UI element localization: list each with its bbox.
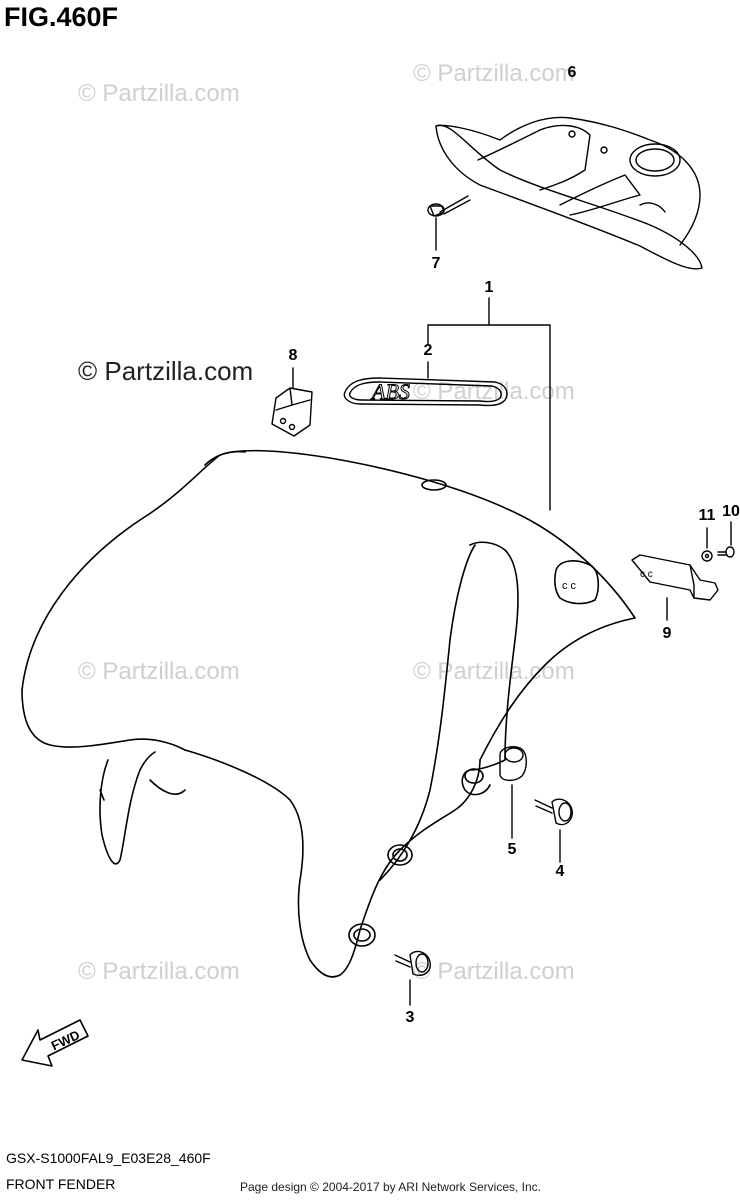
bolt-part-3[interactable] (394, 950, 431, 976)
front-fender-part[interactable]: c c (21, 449, 636, 978)
abs-emblem-text: ABS (370, 379, 410, 404)
bracket-part[interactable]: c c (631, 554, 719, 601)
callout-5[interactable]: 5 (507, 841, 517, 858)
abs-emblem-part[interactable]: ABS (343, 377, 508, 407)
watermark: © Partzilla.com (78, 80, 240, 107)
callout-3[interactable]: 3 (405, 1009, 415, 1026)
callout-9[interactable]: 9 (662, 625, 672, 642)
fwd-direction-arrow: FWD (21, 1019, 89, 1067)
assembly-bracket-line (427, 324, 551, 511)
grommet-part[interactable] (499, 746, 527, 782)
callout-4[interactable]: 4 (555, 863, 565, 880)
callout-6[interactable]: 6 (567, 64, 577, 81)
screw-part-10[interactable] (717, 546, 735, 558)
callout-1[interactable]: 1 (484, 279, 494, 296)
fwd-label: FWD (49, 1027, 82, 1053)
watermark: © Partzilla.com (78, 658, 240, 685)
callout-8[interactable]: 8 (288, 347, 298, 364)
svg-text:c c: c c (640, 569, 653, 580)
washer-part[interactable] (701, 550, 713, 562)
watermark: © Partzilla.com (78, 958, 240, 985)
callout-10[interactable]: 10 (722, 503, 740, 520)
callout-7[interactable]: 7 (431, 255, 441, 272)
inner-cover-part[interactable] (435, 116, 703, 270)
watermark: © Partzilla.com (413, 60, 575, 87)
screw-part-7[interactable] (427, 195, 471, 217)
clip-part[interactable] (271, 387, 313, 437)
watermark: © Partzilla.com (413, 958, 575, 985)
figure-title: FIG.460F (4, 2, 119, 32)
watermark-prominent: © Partzilla.com (78, 356, 254, 386)
callout-11[interactable]: 11 (698, 507, 716, 524)
diagram-code: GSX-S1000FAL9_E03E28_460F (6, 1150, 211, 1166)
section-name: FRONT FENDER (6, 1176, 116, 1192)
credit-text: Page design © 2004-2017 by ARI Network S… (240, 1180, 542, 1194)
bolt-part-4[interactable] (534, 798, 573, 826)
svg-text:c c: c c (562, 580, 577, 592)
callout-2[interactable]: 2 (423, 342, 433, 359)
